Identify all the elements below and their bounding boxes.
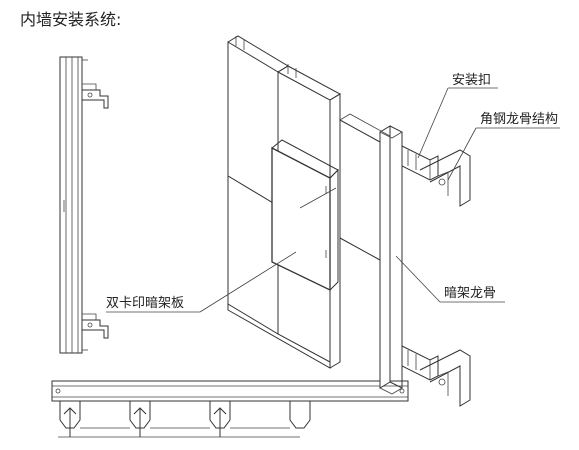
diagram-title: 内墙安装系统:	[20, 10, 122, 29]
bottom-plan-view	[51, 380, 409, 438]
leader-lines	[106, 87, 560, 313]
label-double-clip-board: 双卡印暗架板	[106, 296, 184, 311]
label-mount-clip: 安装扣	[452, 73, 491, 88]
label-hidden-keel: 暗架龙骨	[444, 286, 496, 301]
isometric-view	[227, 35, 471, 407]
label-angle-steel: 角钢龙骨结构	[480, 112, 558, 127]
side-section-view	[59, 56, 109, 354]
